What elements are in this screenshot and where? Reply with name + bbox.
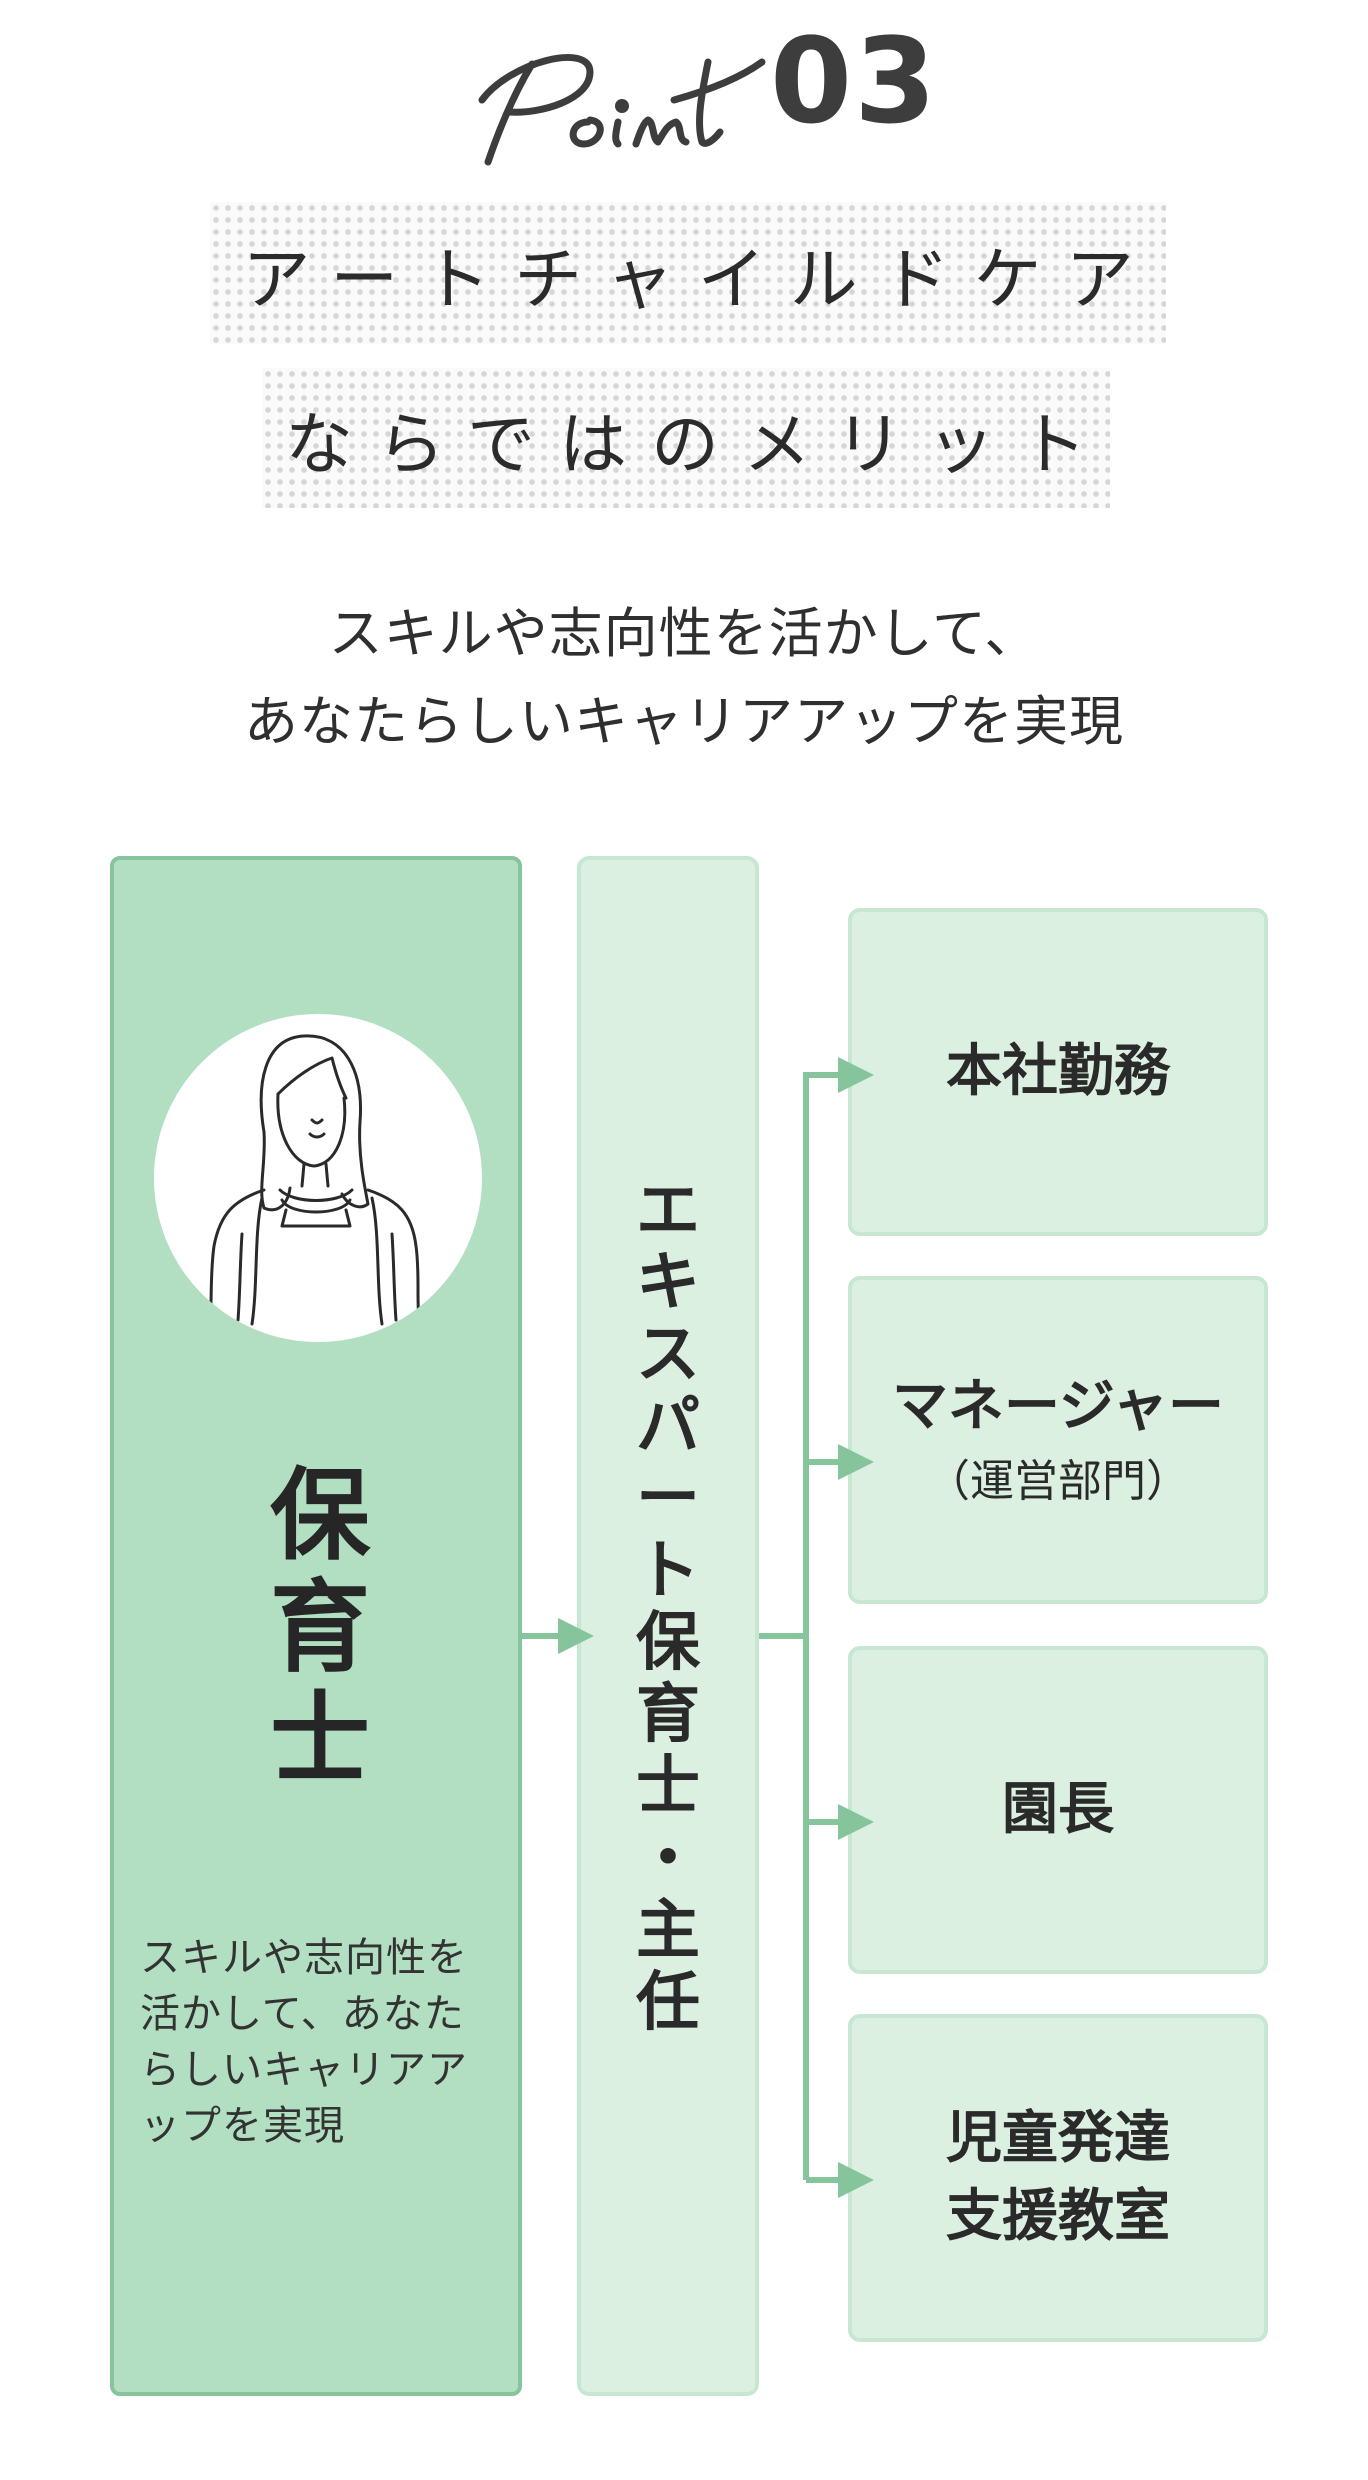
childcare-worker-illustration-icon — [208, 1034, 422, 1328]
subtitle: スキルや志向性を活かして、 あなたらしいキャリアアップを実現 — [244, 602, 1124, 753]
avatar — [154, 1014, 482, 1342]
title-band-line1: アートチャイルドケア — [210, 202, 1166, 344]
career-subtitle: （運営部門） — [926, 1456, 1190, 1507]
career-box-child-development-support: 児童発達 支援教室 — [848, 2014, 1268, 2342]
title-line1: アートチャイルドケア — [242, 240, 1158, 320]
main-role-title: 保 育 士 — [270, 1457, 370, 1798]
main-role-description: スキルや志向性を 活かして、あなた らしいキャリアア ップを実現 — [140, 1935, 468, 2149]
career-title: 本社勤務 — [946, 1039, 1170, 1104]
title-line2: ならではのメリット — [285, 405, 1111, 485]
career-title: 園長 — [1002, 1777, 1114, 1842]
career-title: 児童発達 支援教室 — [946, 2106, 1170, 2249]
career-title: マネージャー — [891, 1374, 1225, 1439]
middle-role-title: エ キ ス パ ー ト 保 育 士 ・ 主 任 — [636, 1174, 700, 2040]
point-number: 03 — [770, 12, 939, 150]
career-box-manager: マネージャー （運営部門） — [848, 1276, 1268, 1604]
point-script-logo — [478, 54, 766, 166]
title-band-line2: ならではのメリット — [262, 368, 1110, 508]
career-box-principal: 園長 — [848, 1646, 1268, 1974]
career-box-head-office: 本社勤務 — [848, 908, 1268, 1236]
